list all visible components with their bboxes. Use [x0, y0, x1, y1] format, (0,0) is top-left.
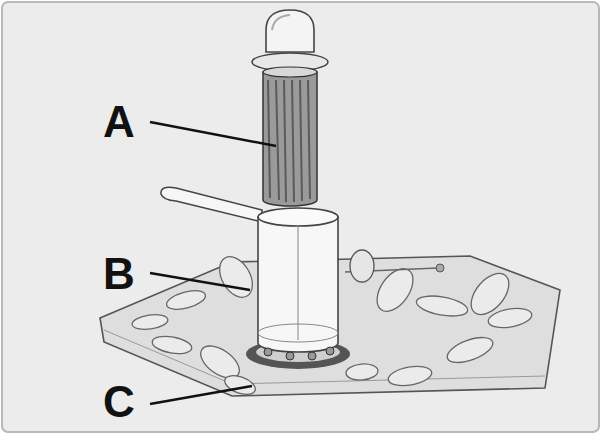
callout-letter: B [103, 252, 135, 296]
cylinder-seam [298, 226, 299, 340]
filter-cap [266, 10, 314, 52]
filter-mesh [263, 72, 317, 206]
side-socket [350, 250, 374, 282]
callout-letter: A [103, 100, 135, 144]
callout-letter: C [103, 380, 135, 424]
leader-line [150, 386, 252, 404]
handle [161, 187, 262, 222]
leader-line [150, 122, 276, 146]
cylinder-body [258, 217, 338, 352]
mesh-top [263, 67, 317, 77]
cap-shine [272, 15, 290, 30]
leader-lines [150, 122, 276, 404]
cylinder-feet [264, 347, 334, 360]
plate-pin [436, 264, 444, 272]
leader-line [150, 273, 250, 290]
mesh-pattern [268, 80, 310, 202]
cylinder-rim [258, 208, 338, 226]
